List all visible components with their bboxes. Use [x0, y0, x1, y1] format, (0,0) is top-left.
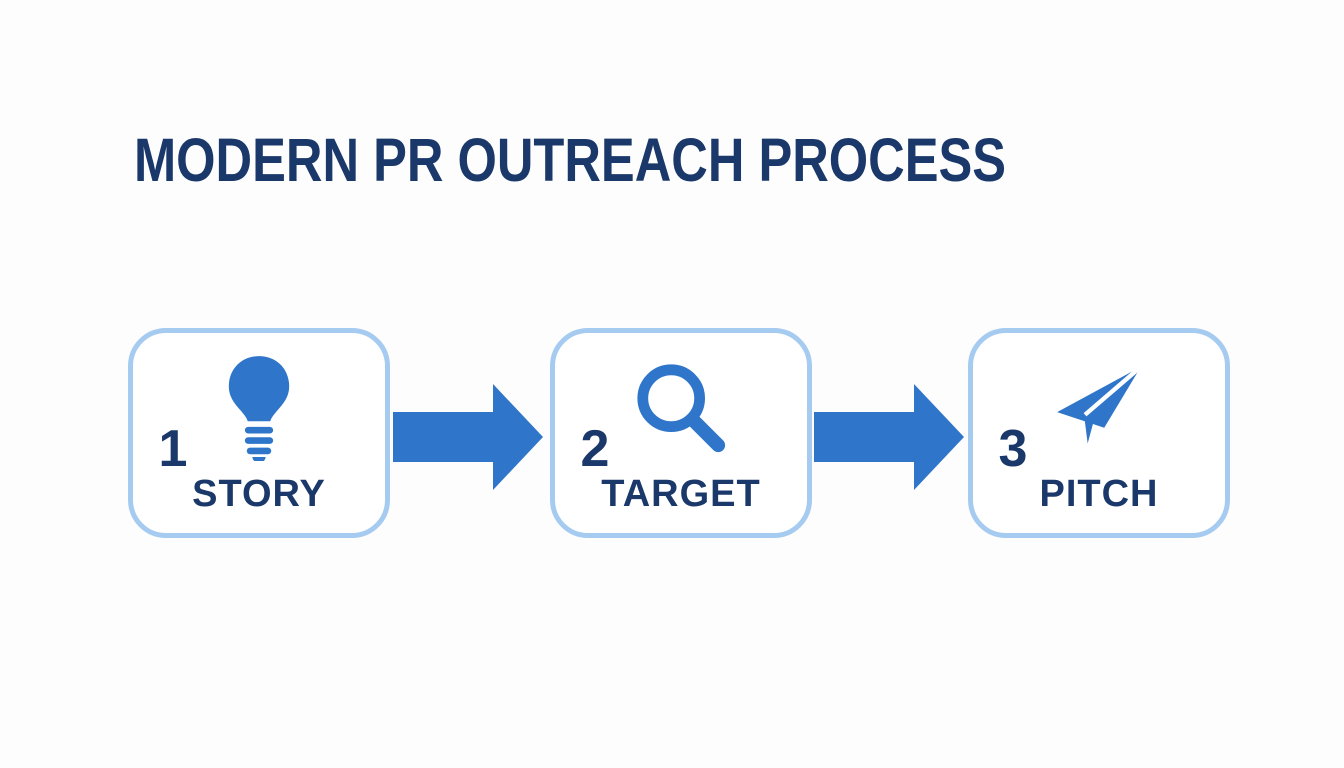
page-title: MODERN PR OUTREACH PROCESS [134, 126, 1007, 194]
flow-arrow-icon [814, 384, 964, 490]
step-number: 1 [158, 420, 188, 478]
flow-arrow-icon [393, 384, 543, 490]
paper-plane-icon [1055, 365, 1143, 452]
lightbulb-icon [226, 355, 292, 466]
step-box-target: 2 TARGET [550, 328, 812, 538]
step-number: 3 [998, 420, 1028, 478]
step-box-pitch: 3 PITCH [968, 328, 1230, 538]
step-label: STORY [192, 473, 326, 515]
magnifying-glass-icon [632, 361, 730, 464]
step-label: PITCH [1039, 473, 1159, 515]
step-box-story: 1 STORY [128, 328, 390, 538]
step-number: 2 [580, 420, 610, 478]
step-label: TARGET [601, 473, 761, 515]
